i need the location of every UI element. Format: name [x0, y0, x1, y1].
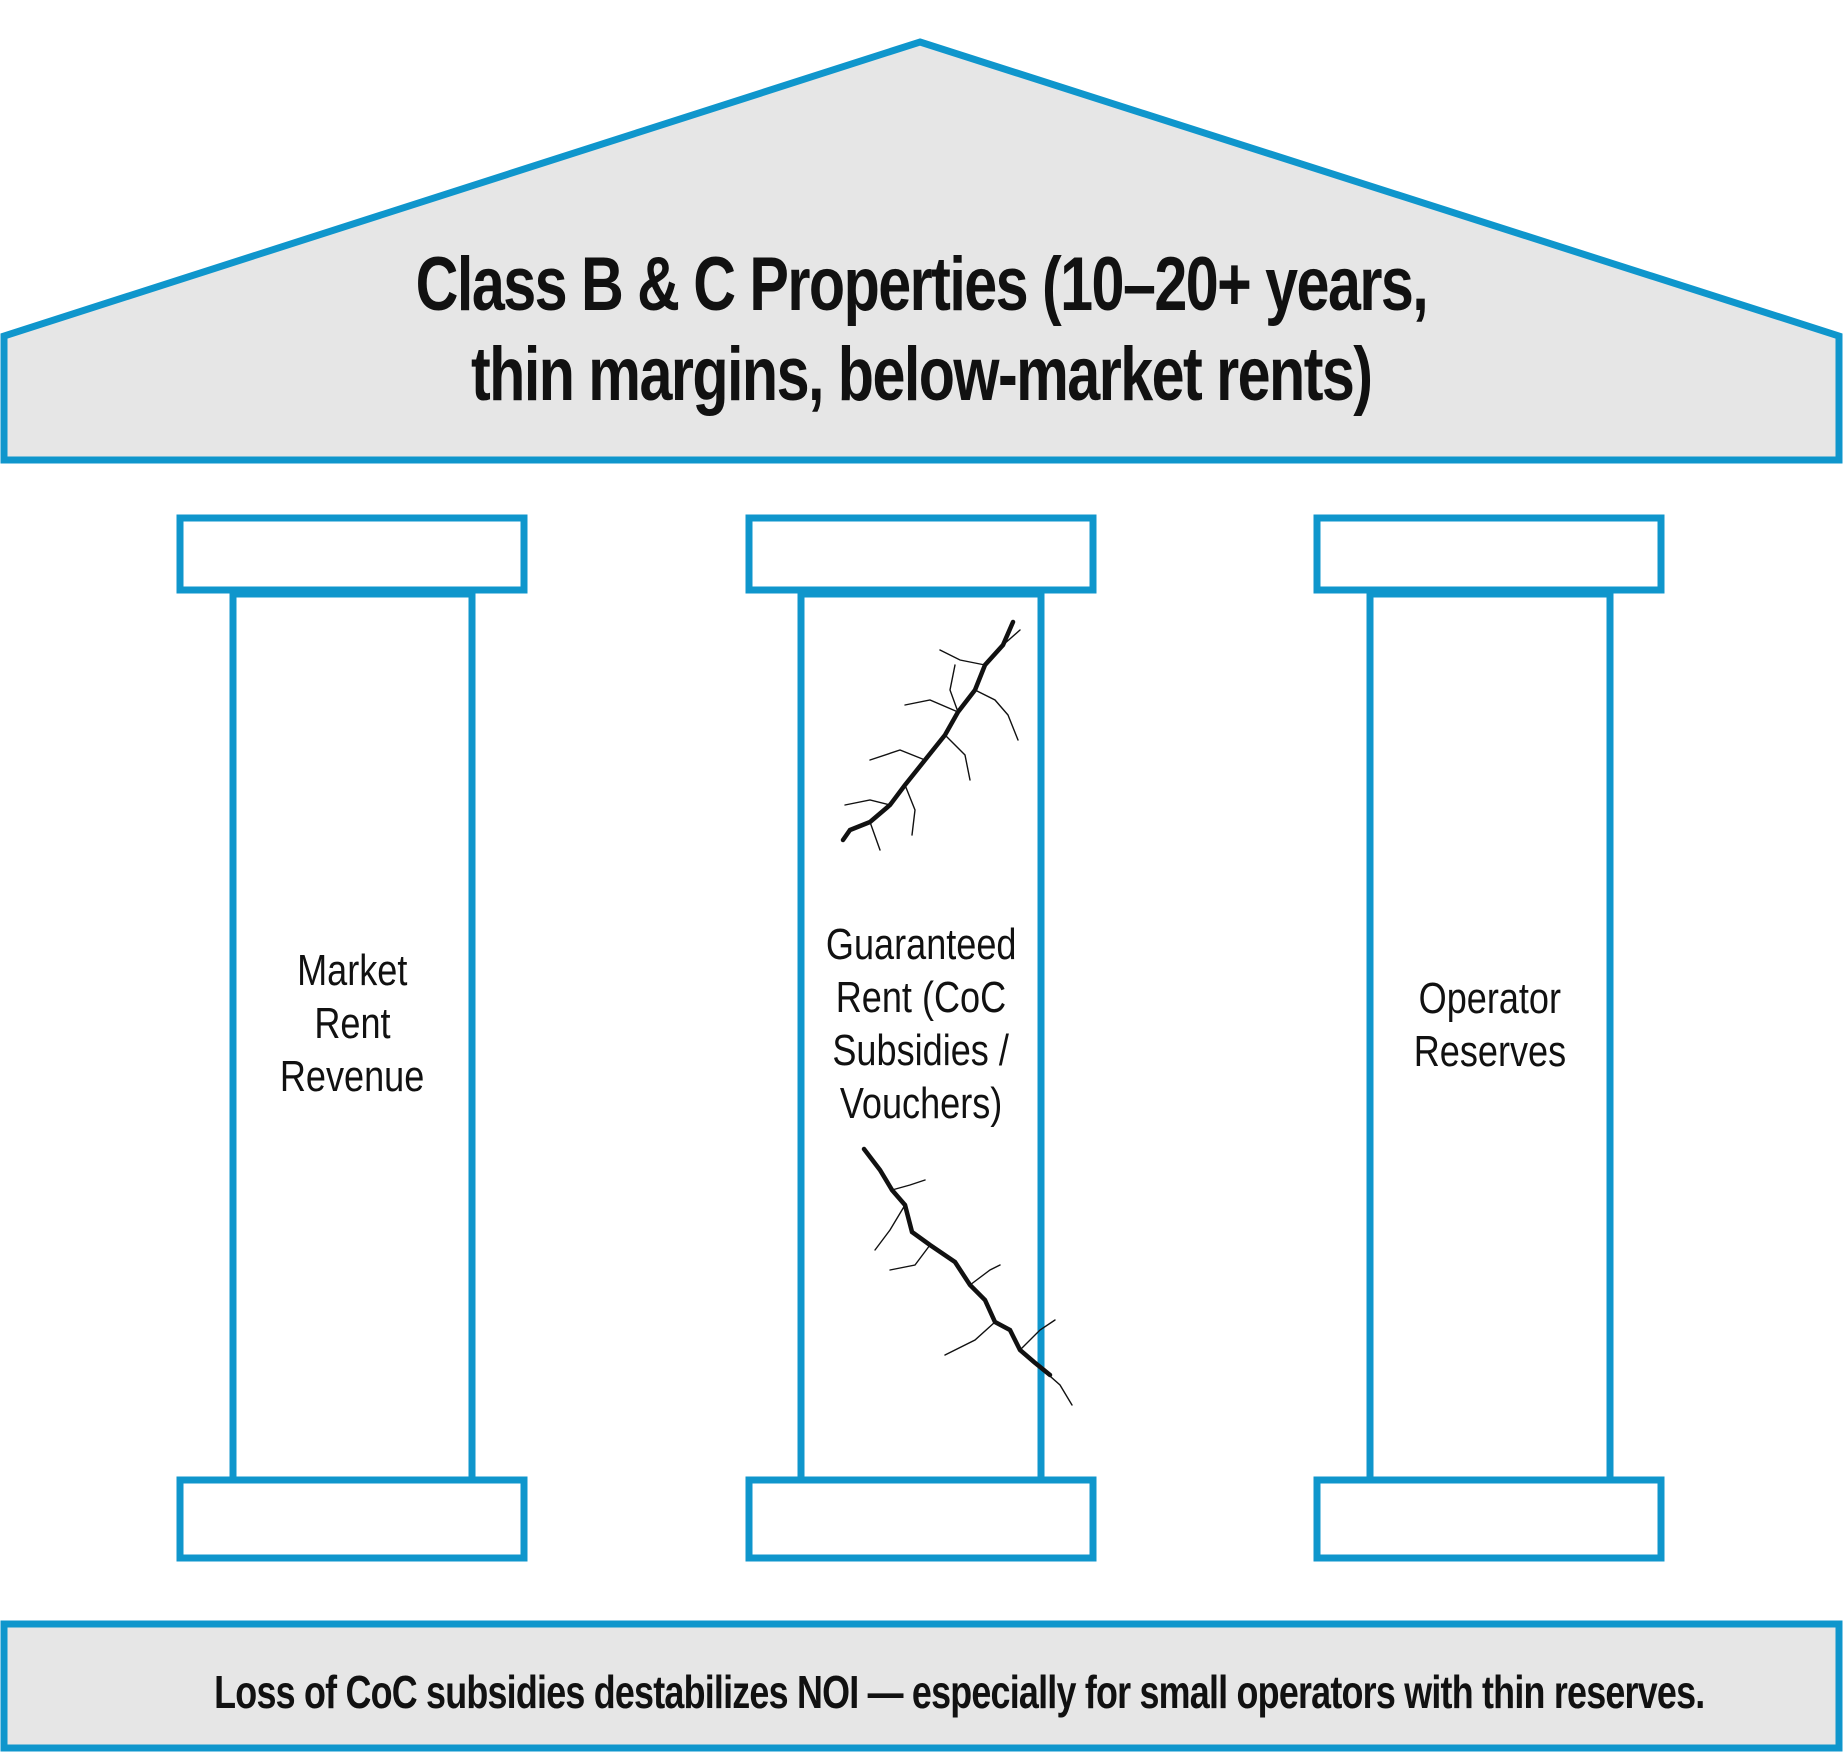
roof: [0, 38, 1843, 464]
foundation-banner: [0, 1620, 1843, 1752]
pillar-1-shaft: [229, 590, 476, 1495]
pillar-2-line: Guaranteed: [825, 920, 1017, 969]
pillar-3-base: [1313, 1476, 1665, 1562]
pillar-1-line: Rent: [314, 999, 391, 1048]
pillar-2-shaft: [797, 590, 1045, 1495]
pillar-2-line: Vouchers): [839, 1079, 1003, 1128]
roof-title-line-2: thin margins, below-market rents): [471, 332, 1373, 417]
pillar-3-line: Operator: [1418, 974, 1562, 1023]
pillar-2-base: [745, 1476, 1097, 1562]
roof-title: Class B & C Properties (10–20+ years, th…: [0, 240, 1843, 420]
pillar-2-capital: [745, 514, 1097, 594]
roof-title-line-1: Class B & C Properties (10–20+ years,: [415, 242, 1429, 327]
pillar-1-line: Market: [297, 946, 408, 995]
crack-bottom-icon: [861, 1146, 1073, 1406]
pillar-2-line: Subsidies /: [832, 1026, 1010, 1075]
foundation-text: Loss of CoC subsidies destabilizes NOI —…: [4, 1664, 1839, 1720]
pillar-2-label: Guaranteed Rent (CoC Subsidies / Voucher…: [781, 918, 1061, 1130]
pillar-3-shaft: [1366, 590, 1614, 1495]
crack-top-icon: [840, 619, 1021, 851]
pillar-3-capital: [1313, 514, 1665, 594]
pillar-1-line: Revenue: [280, 1052, 425, 1101]
pillar-2-line: Rent (CoC: [835, 973, 1007, 1022]
foundation-text-line: Loss of CoC subsidies destabilizes NOI —…: [214, 1666, 1705, 1718]
pillar-1-label: Market Rent Revenue: [233, 944, 472, 1103]
pillar-1-capital: [176, 514, 528, 594]
pillar-3-line: Reserves: [1413, 1027, 1567, 1076]
pillar-1-base: [176, 1476, 528, 1562]
pillar-3-label: Operator Reserves: [1370, 972, 1610, 1078]
